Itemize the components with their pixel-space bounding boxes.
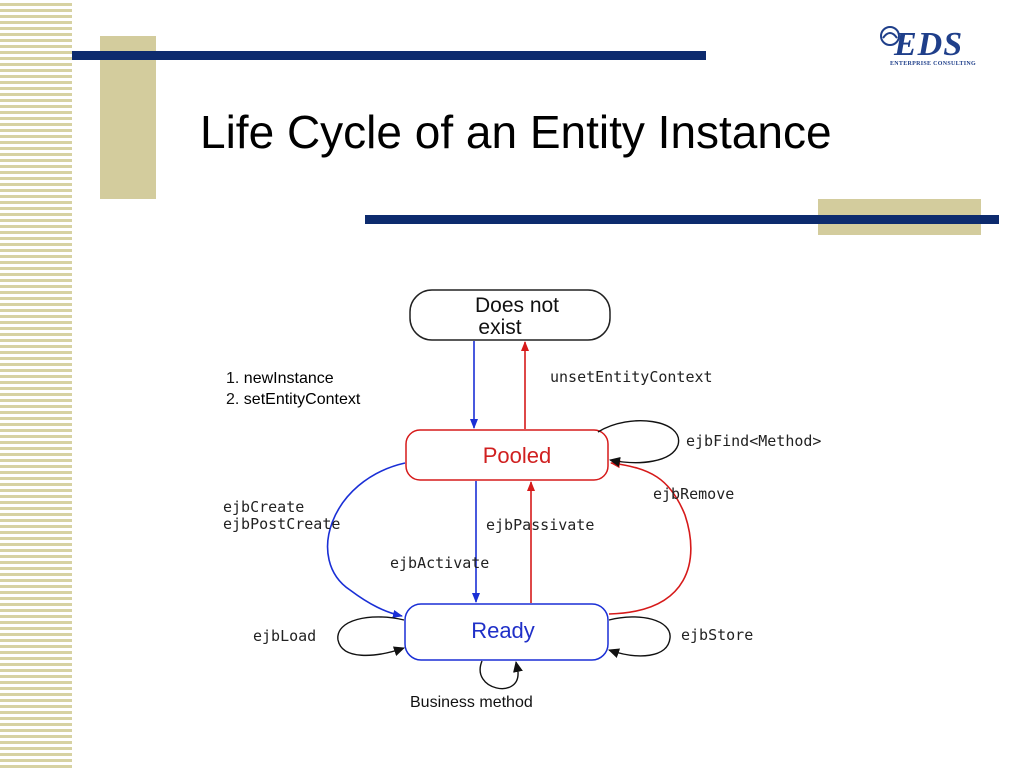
- loop-ejb-store: [608, 616, 671, 658]
- logo-wordmark: EDS: [894, 26, 964, 63]
- state-label-does-not-exist-line2: exist: [478, 316, 521, 339]
- top-blue-rule: [72, 51, 706, 60]
- label-ejb-activate: ejbActivate: [390, 554, 489, 572]
- eds-logo: EDS ENTERPRISE CONSULTING: [876, 22, 986, 74]
- state-does-not-exist: Does not exist: [409, 289, 611, 341]
- loop-business-method: [479, 660, 523, 690]
- label-ejb-find: ejbFind<Method>: [686, 432, 821, 450]
- label-ejb-remove: ejbRemove: [653, 485, 734, 503]
- logo-tagline: ENTERPRISE CONSULTING: [890, 61, 976, 67]
- label-ejb-store: ejbStore: [681, 626, 753, 644]
- slide-title: Life Cycle of an Entity Instance: [200, 106, 832, 158]
- arrow-ejb-remove: [608, 460, 692, 615]
- bottom-blue-rule: [365, 215, 999, 224]
- state-label-ready: Ready: [471, 618, 535, 643]
- logo-emblem-icon: [880, 26, 900, 46]
- label-ejb-load: ejbLoad: [253, 627, 316, 645]
- label-set-entity-context: 2. setEntityContext: [226, 391, 361, 408]
- state-ready: Ready: [404, 603, 609, 661]
- label-ejb-passivate: ejbPassivate: [486, 516, 594, 534]
- state-label-pooled: Pooled: [483, 443, 552, 468]
- top-tan-block: [100, 36, 156, 199]
- loop-ejb-find: [597, 420, 680, 467]
- label-business-method: Business method: [410, 694, 533, 711]
- left-stripe-decoration: [0, 0, 72, 768]
- label-ejb-post-create: ejbPostCreate: [223, 515, 340, 533]
- label-ejb-create: ejbCreate: [223, 498, 304, 516]
- arrow-ejb-create: [326, 462, 406, 618]
- state-pooled: Pooled: [405, 429, 609, 481]
- label-unset-entity-context: unsetEntityContext: [550, 368, 713, 386]
- loop-ejb-load: [337, 616, 405, 656]
- label-new-instance: 1. newInstance: [226, 370, 334, 387]
- state-label-does-not-exist-line1: Does not: [475, 294, 559, 317]
